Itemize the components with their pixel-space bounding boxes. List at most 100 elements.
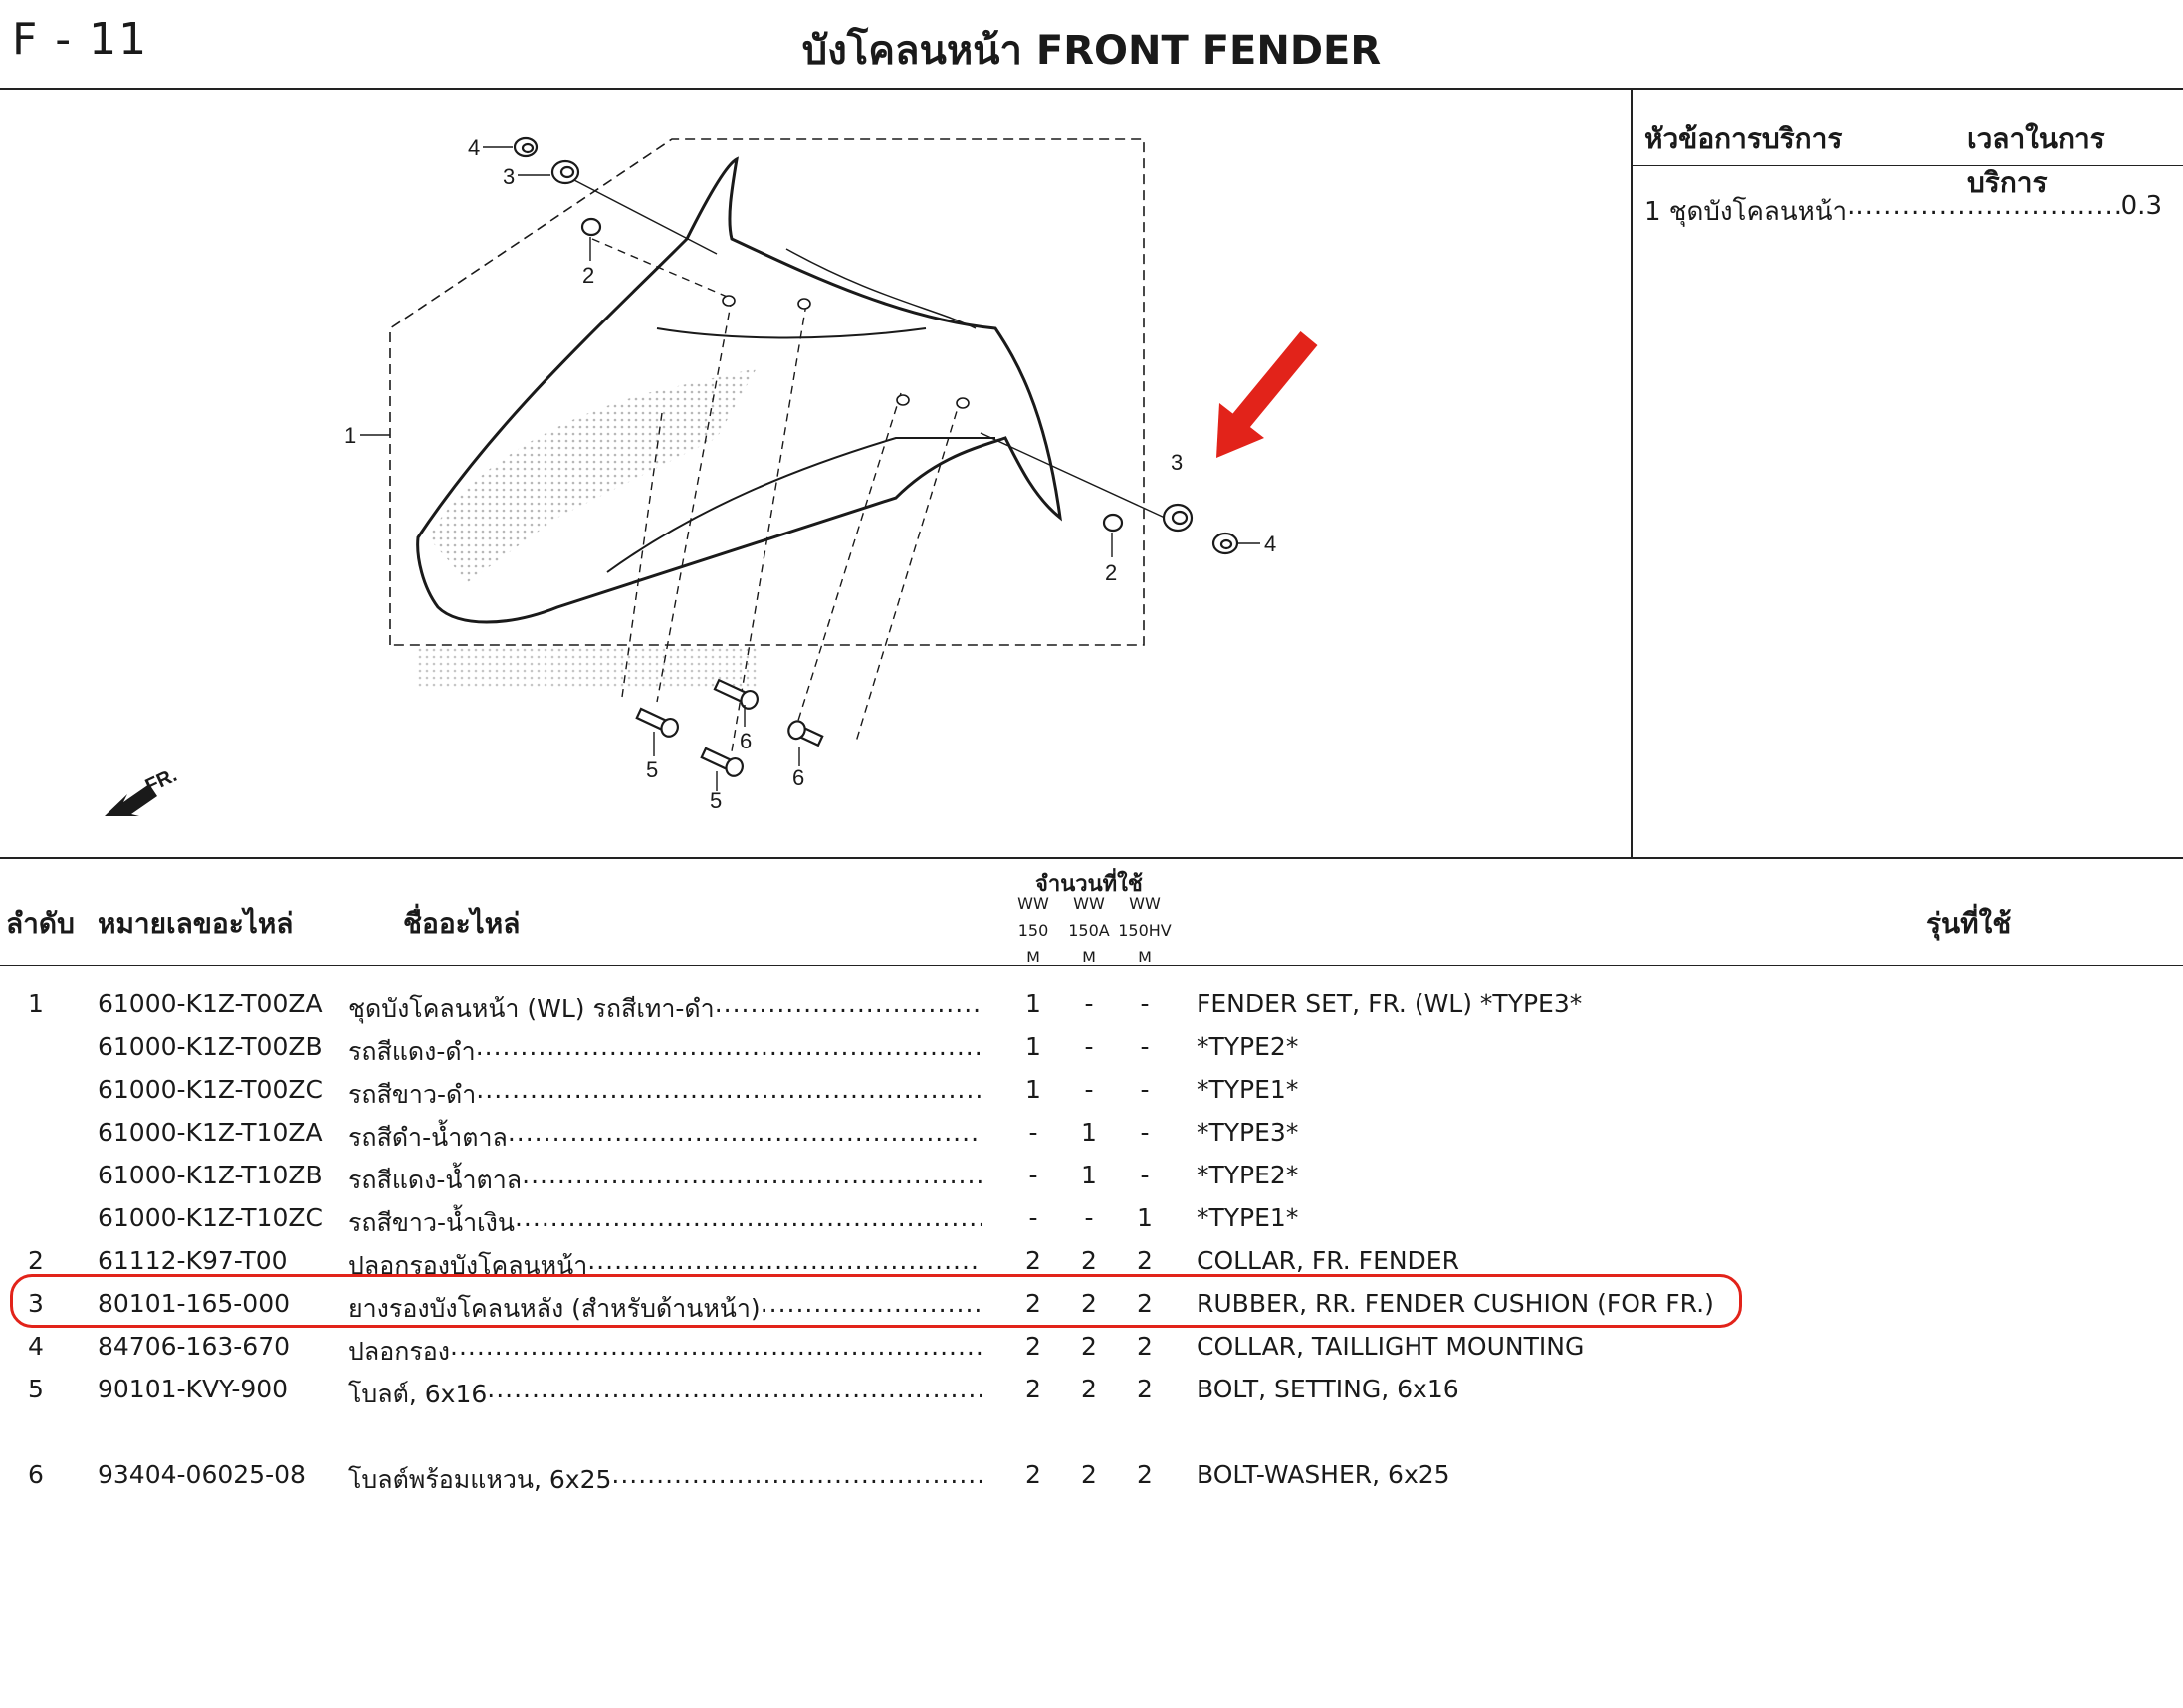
qty-model-1: 1 bbox=[1025, 989, 1041, 1018]
page-title: บังโคลนหน้า FRONT FENDER bbox=[801, 28, 1382, 74]
service-header-divider bbox=[1633, 165, 2183, 166]
page-code: F - 11 bbox=[12, 14, 149, 65]
part-name: โบลต์, 6x16.............................… bbox=[348, 1375, 982, 1414]
part-name: ชุดบังโคลนหน้า (WL) รถสีเทา-ดำ..........… bbox=[348, 989, 982, 1029]
qty-model-3: 2 bbox=[1137, 1332, 1153, 1361]
leader-dots: ........................................… bbox=[1847, 191, 2121, 221]
qty-model-1: 2 bbox=[1025, 1375, 1041, 1403]
callout-6b: 6 bbox=[792, 765, 804, 790]
callout-5: 5 bbox=[646, 757, 658, 782]
part-name: ยางรองบังโคลนหลัง (สำหรับด้านหน้า)......… bbox=[348, 1289, 982, 1329]
part-description: BOLT, SETTING, 6x16 bbox=[1197, 1375, 1459, 1403]
leader-dots: ........................................… bbox=[475, 1032, 982, 1061]
leader-dots: ........................................… bbox=[760, 1289, 982, 1318]
qty-model-1: 1 bbox=[1025, 1075, 1041, 1104]
fender-graphic bbox=[428, 368, 757, 582]
callout-3b: 3 bbox=[1171, 450, 1183, 475]
part-description: BOLT-WASHER, 6x25 bbox=[1197, 1460, 1450, 1489]
part-name: รถสีดำ-น้ำตาล...........................… bbox=[348, 1118, 982, 1158]
part-description: FENDER SET, FR. (WL) *TYPE3* bbox=[1197, 989, 1583, 1018]
callout-2: 2 bbox=[582, 263, 594, 288]
row-number: 2 bbox=[28, 1246, 44, 1275]
qty-model-1: 2 bbox=[1025, 1332, 1041, 1361]
part-name: โบลต์พร้อมแหวน, 6x25....................… bbox=[348, 1460, 982, 1500]
th-applicable: รุ่นที่ใช้ bbox=[1926, 907, 2012, 940]
qty-model-3: - bbox=[1140, 1161, 1150, 1189]
leader-dots: ........................................… bbox=[507, 1118, 982, 1147]
th-part-no: หมายเลขอะไหล่ bbox=[98, 907, 294, 940]
leader-dots: ........................................… bbox=[522, 1161, 982, 1189]
part-description: *TYPE3* bbox=[1197, 1118, 1299, 1147]
part-description: *TYPE2* bbox=[1197, 1161, 1299, 1189]
th-qty-title: จำนวนที่ใช้ bbox=[1035, 872, 1143, 897]
callout-1: 1 bbox=[344, 423, 356, 448]
qty-model-3: - bbox=[1140, 1118, 1150, 1147]
qty-model-3: - bbox=[1140, 989, 1150, 1018]
part-description: COLLAR, TAILLIGHT MOUNTING bbox=[1197, 1332, 1585, 1361]
qty-model-2: 1 bbox=[1081, 1161, 1097, 1189]
qty-model-2: - bbox=[1084, 1032, 1094, 1061]
th-part-name: ชื่ออะไหล่ bbox=[403, 907, 521, 940]
header-divider bbox=[0, 88, 2183, 90]
part-description: COLLAR, FR. FENDER bbox=[1197, 1246, 1459, 1275]
leader-dots: ........................................… bbox=[611, 1460, 982, 1489]
part-name: รถสีขาว-น้ำเงิน.........................… bbox=[348, 1203, 982, 1243]
qty-model-3: 2 bbox=[1137, 1289, 1153, 1318]
callout-3: 3 bbox=[503, 164, 515, 189]
qty-model-3: 1 bbox=[1137, 1203, 1153, 1232]
fender-ridge bbox=[656, 327, 927, 339]
callout-2b: 2 bbox=[1105, 560, 1117, 585]
service-time-heading: เวลาในการบริการ bbox=[1967, 122, 2105, 199]
row-number: 6 bbox=[28, 1460, 44, 1489]
qty-model-1: 2 bbox=[1025, 1460, 1041, 1489]
part-name: ปลอกรอง.................................… bbox=[348, 1332, 982, 1372]
service-item: 1 ชุดบังโคลนหน้า .......................… bbox=[1644, 191, 2162, 232]
qty-model-3: 2 bbox=[1137, 1246, 1153, 1275]
qty-model-1: - bbox=[1028, 1203, 1038, 1232]
table-row: 1 61000-K1Z-T00ZA ชุดบังโคลนหน้า (WL) รถสี… bbox=[0, 989, 2183, 1029]
qty-model-3: 2 bbox=[1137, 1460, 1153, 1489]
qty-model-3: 2 bbox=[1137, 1375, 1153, 1403]
qty-model-2: 2 bbox=[1081, 1375, 1097, 1403]
part-number: 93404-06025-08 bbox=[98, 1460, 306, 1489]
table-header-divider bbox=[0, 965, 2183, 966]
leader-dots: ........................................… bbox=[476, 1075, 982, 1104]
leader-dots: ........................................… bbox=[714, 989, 982, 1018]
qty-model-3: - bbox=[1140, 1032, 1150, 1061]
row-number: 5 bbox=[28, 1375, 44, 1403]
qty-model-3: - bbox=[1140, 1075, 1150, 1104]
row-number: 4 bbox=[28, 1332, 44, 1361]
service-item-heading: หัวข้อการบริการ bbox=[1644, 122, 1843, 155]
callout-4: 4 bbox=[468, 135, 480, 160]
qty-model-2: - bbox=[1084, 1075, 1094, 1104]
service-item-label: 1 ชุดบังโคลนหน้า bbox=[1644, 197, 1848, 227]
qty-model-1: - bbox=[1028, 1161, 1038, 1189]
qty-model-2: - bbox=[1084, 989, 1094, 1018]
leader-dots: ........................................… bbox=[487, 1375, 982, 1403]
qty-model-2: 2 bbox=[1081, 1246, 1097, 1275]
part-number: 61112-K97-T00 bbox=[98, 1246, 288, 1275]
qty-model-2: 2 bbox=[1081, 1460, 1097, 1489]
brand-stipple bbox=[418, 647, 757, 687]
part-description: *TYPE2* bbox=[1197, 1032, 1299, 1061]
part-description: RUBBER, RR. FENDER CUSHION (FOR FR.) bbox=[1197, 1289, 1714, 1318]
parts-diagram: 4 3 2 1 3 2 4 5 6 5 6 FR. bbox=[105, 135, 1318, 816]
row-number: 1 bbox=[28, 989, 44, 1018]
part-description: *TYPE1* bbox=[1197, 1203, 1299, 1232]
qty-model-2: - bbox=[1084, 1203, 1094, 1232]
part-number: 61000-K1Z-T00ZB bbox=[98, 1032, 323, 1061]
callout-4b: 4 bbox=[1264, 532, 1276, 556]
part-description: *TYPE1* bbox=[1197, 1075, 1299, 1104]
table-row: 6 93404-06025-08 โบลต์พร้อมแหวน, 6x25.....… bbox=[0, 1460, 2183, 1500]
highlight-ring bbox=[10, 1274, 1742, 1328]
part-number: 61000-K1Z-T00ZA bbox=[98, 989, 323, 1018]
qty-model-1: 2 bbox=[1025, 1289, 1041, 1318]
red-arrow-icon bbox=[1216, 331, 1318, 458]
qty-model-2: 2 bbox=[1081, 1289, 1097, 1318]
callout-5b: 5 bbox=[710, 788, 722, 813]
